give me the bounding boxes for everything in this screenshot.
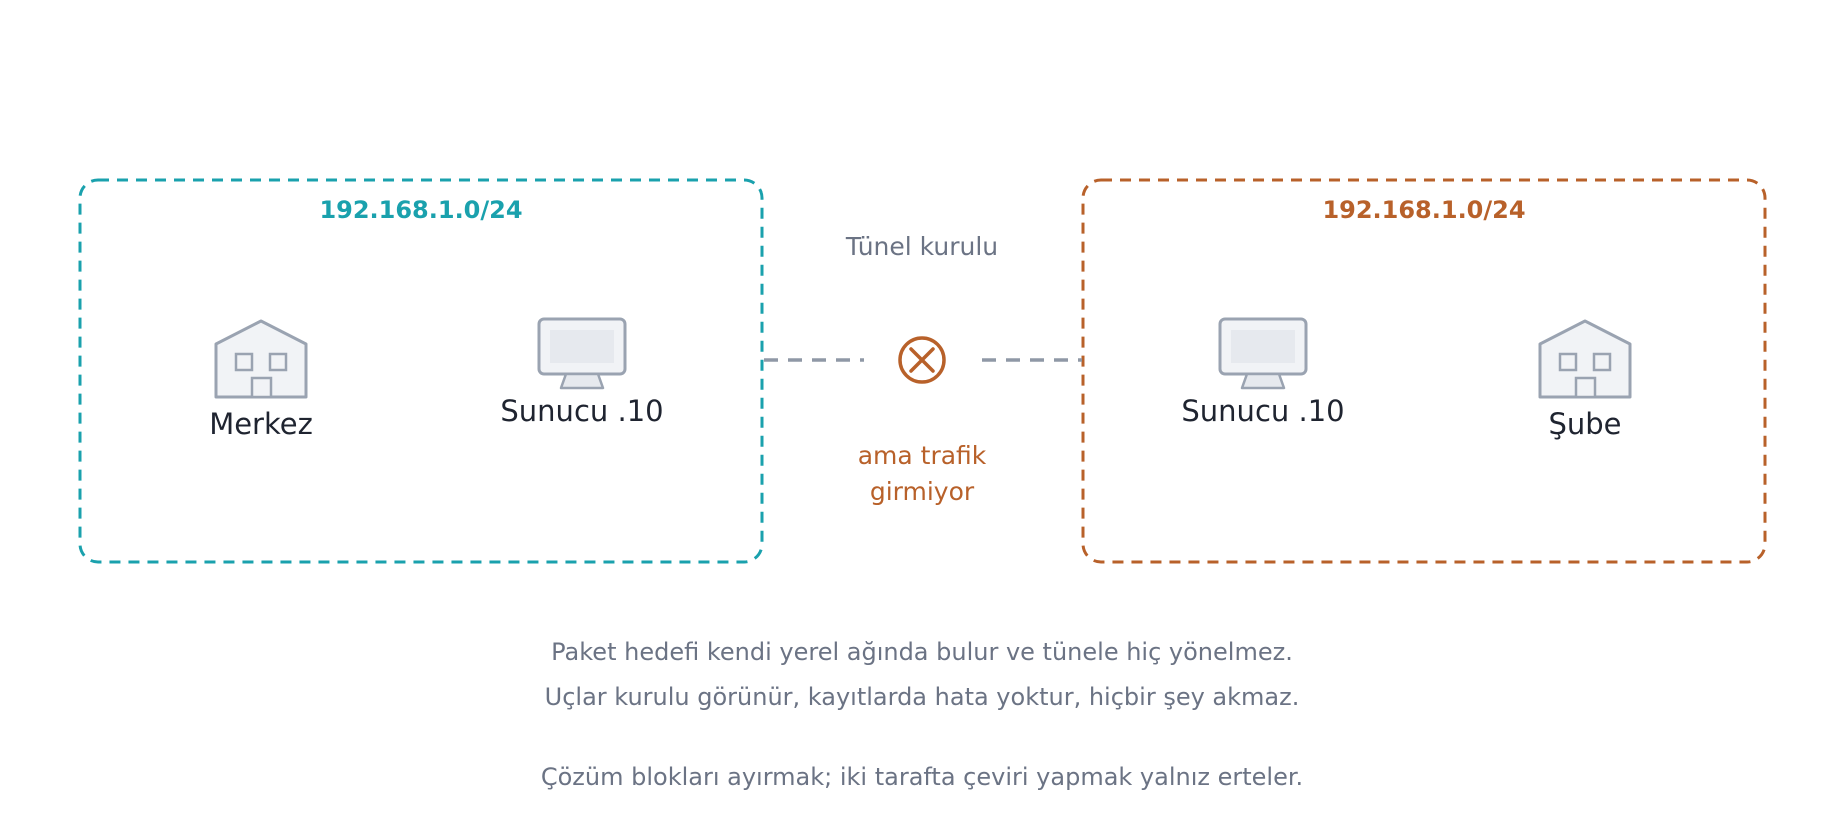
building-icon — [214, 319, 308, 399]
left-server-label: Sunucu .10 — [500, 394, 663, 428]
left-network-boundary — [78, 178, 764, 564]
caption: Paket hedefi kendi yerel ağında bulur ve… — [541, 638, 1303, 791]
left-site-label: Merkez — [209, 407, 313, 441]
caption-line-2: Uçlar kurulu görünür, kayıtlarda hata yo… — [545, 683, 1300, 711]
tunnel-warning-line2: girmiyor — [870, 477, 975, 506]
tunnel: Tünel kurulu ama trafik girmiyor — [764, 232, 1082, 506]
building-icon — [1538, 319, 1632, 399]
tunnel-warning-line1: ama trafik — [858, 441, 987, 470]
right-server-label: Sunucu .10 — [1181, 394, 1344, 428]
monitor-icon — [537, 317, 627, 390]
tunnel-status-label: Tünel kurulu — [845, 232, 998, 261]
left-subnet-label: 192.168.1.0/24 — [319, 196, 522, 224]
right-subnet-label: 192.168.1.0/24 — [1322, 196, 1525, 224]
caption-line-3: Çözüm blokları ayırmak; iki tarafta çevi… — [541, 763, 1303, 791]
right-network: 192.168.1.0/24 Sunucu .10 Şube — [1081, 178, 1767, 564]
blocked-x-icon — [898, 336, 946, 384]
right-site-label: Şube — [1548, 407, 1621, 441]
left-network: 192.168.1.0/24 Merkez Sunucu .10 — [78, 178, 764, 564]
right-network-boundary — [1081, 178, 1767, 564]
monitor-icon — [1218, 317, 1308, 390]
caption-line-1: Paket hedefi kendi yerel ağında bulur ve… — [551, 638, 1293, 666]
